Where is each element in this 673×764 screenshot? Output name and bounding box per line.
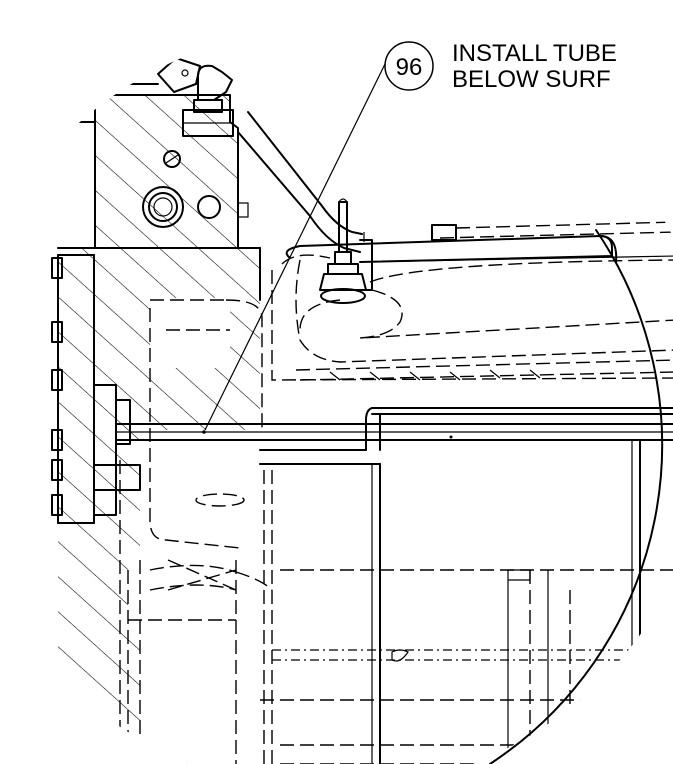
detail-view [51,57,673,764]
callout-balloon [384,41,434,91]
tank-housing [259,221,673,764]
probe-fitting [319,198,373,304]
leader-line [204,61,387,431]
detail-boundary-arc [489,229,664,764]
port-fittings [142,150,249,228]
tube [115,423,673,441]
callout: 96 INSTALL TUBE BELOW SURF [204,40,617,431]
note-line-2: BELOW SURF [452,66,611,93]
balloon-number: 96 [396,54,423,81]
note-line-1: INSTALL TUBE [452,40,617,67]
flange-plate [51,254,141,524]
diagonal-pipe [237,111,363,253]
